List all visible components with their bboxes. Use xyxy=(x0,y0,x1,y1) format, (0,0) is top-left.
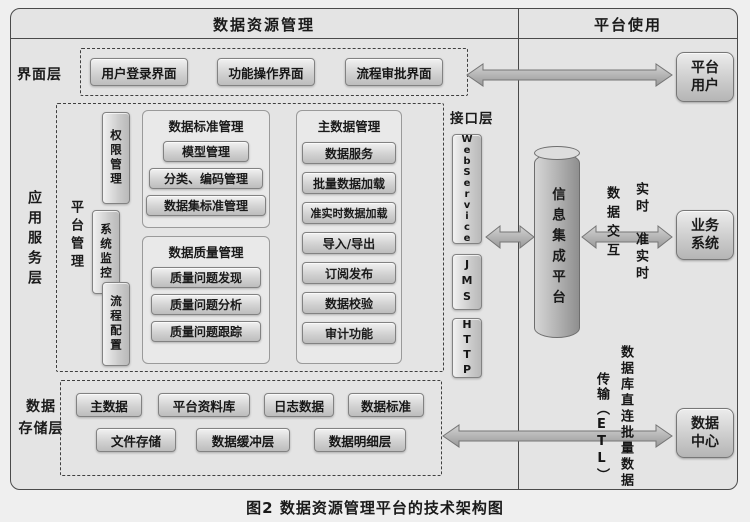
master-data-group: 主数据管理 数据服务 批量数据加载 准实时数据加载 导入/导出 订阅发布 数据校… xyxy=(296,110,402,364)
label-etl-line1: 数据库直连批量数据 xyxy=(618,345,633,489)
model-mgmt-box: 模型管理 xyxy=(163,141,249,162)
data-standard-title: 数据标准管理 xyxy=(168,119,244,134)
label-realtime: 实时 xyxy=(633,182,648,216)
app-layer-box xyxy=(56,103,444,372)
data-standard-group: 数据标准管理 模型管理 分类、编码管理 数据集标准管理 xyxy=(142,110,270,228)
storage-layer-box xyxy=(60,380,442,476)
platform-users-node: 平台用户 xyxy=(676,52,734,102)
file-storage-box: 文件存储 xyxy=(96,428,176,452)
quality-find-box: 质量问题发现 xyxy=(151,267,261,288)
interface-layer-label: 界面层 xyxy=(17,67,62,83)
dataset-standard-box: 数据集标准管理 xyxy=(146,195,266,216)
webservice-box: WebService xyxy=(452,134,482,244)
near-realtime-load-box: 准实时数据加载 xyxy=(302,202,396,224)
data-detail-box: 数据明细层 xyxy=(314,428,406,452)
data-standard-store-box: 数据标准 xyxy=(348,393,424,417)
quality-track-box: 质量问题跟踪 xyxy=(151,321,261,342)
http-box: HTTP xyxy=(452,318,482,378)
api-layer-label: 接口层 xyxy=(450,111,494,127)
figure-caption: 图2 数据资源管理平台的技术架构图 xyxy=(246,499,504,517)
classify-code-box: 分类、编码管理 xyxy=(149,168,263,189)
data-buffer-box: 数据缓冲层 xyxy=(196,428,290,452)
data-validate-box: 数据校验 xyxy=(302,292,396,314)
header-underline xyxy=(10,38,738,39)
data-quality-title: 数据质量管理 xyxy=(168,245,244,260)
app-layer-label: 应用服务层 xyxy=(26,190,42,290)
platform-repo-box: 平台资料库 xyxy=(158,393,250,417)
cylinder-top xyxy=(534,146,580,160)
data-quality-group: 数据质量管理 质量问题发现 质量问题分析 质量问题跟踪 xyxy=(142,236,270,364)
section-divider xyxy=(518,8,519,490)
storage-layer-label: 数据 存储层 xyxy=(18,399,64,438)
section-title-left: 数据资源管理 xyxy=(212,16,315,34)
batch-load-box: 批量数据加载 xyxy=(302,172,396,194)
master-data-title: 主数据管理 xyxy=(317,119,381,134)
audit-box: 审计功能 xyxy=(302,322,396,344)
label-etl-line2: 传输（ETL） xyxy=(594,372,609,483)
label-near-realtime: 准实时 xyxy=(633,232,648,283)
pub-sub-box: 订阅发布 xyxy=(302,262,396,284)
ui-login-box: 用户登录界面 xyxy=(90,58,188,86)
ui-operation-box: 功能操作界面 xyxy=(217,58,315,86)
section-title-right: 平台使用 xyxy=(593,16,662,34)
import-export-box: 导入/导出 xyxy=(302,232,396,254)
data-center-node: 数据中心 xyxy=(676,408,734,458)
jms-box: JMS xyxy=(452,254,482,310)
integration-platform-cylinder: 信息集成平台 xyxy=(534,146,580,338)
master-data-store-box: 主数据 xyxy=(76,393,142,417)
business-system-node: 业务系统 xyxy=(676,210,734,260)
label-data-exchange: 数据交互 xyxy=(604,186,619,262)
data-service-box: 数据服务 xyxy=(302,142,396,164)
ui-approval-box: 流程审批界面 xyxy=(345,58,443,86)
quality-analyze-box: 质量问题分析 xyxy=(151,294,261,315)
log-data-box: 日志数据 xyxy=(264,393,334,417)
platform-mgmt-label: 平台管理 xyxy=(68,200,83,272)
integration-platform-label: 信息集成平台 xyxy=(549,186,565,310)
perm-mgmt-box: 权限管理 xyxy=(102,112,130,204)
sys-monitor-box: 系统监控 xyxy=(92,210,120,294)
process-config-box: 流程配置 xyxy=(102,282,130,366)
